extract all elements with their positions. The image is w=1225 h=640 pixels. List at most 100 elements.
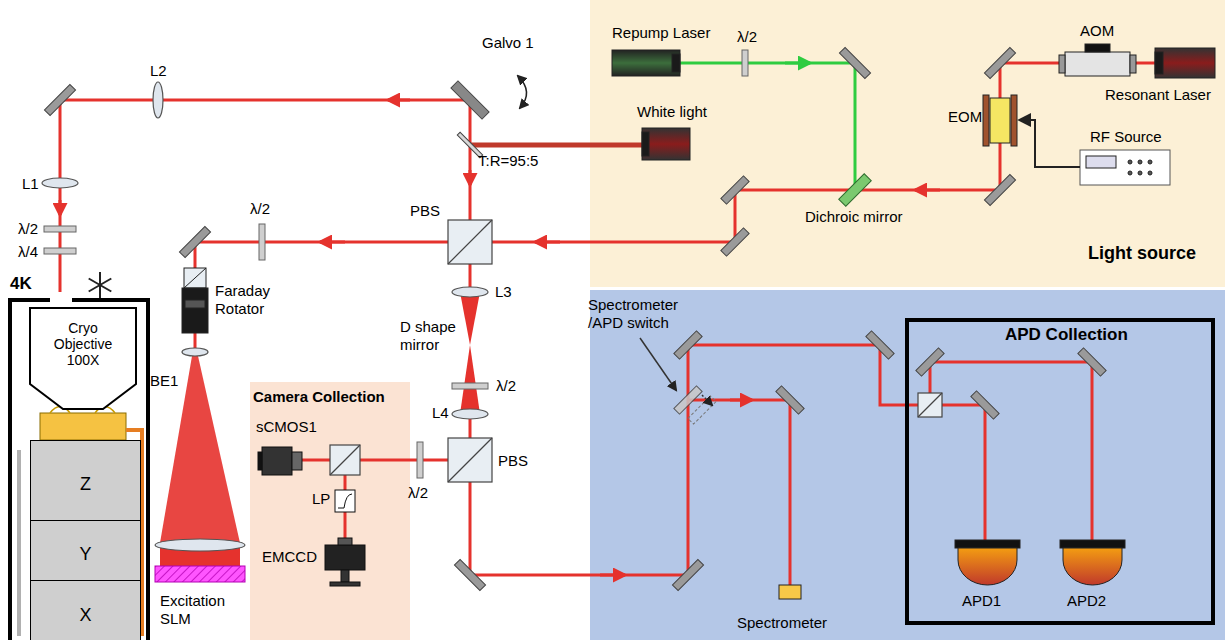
lenses-part — [153, 82, 163, 118]
light-sources-part — [612, 50, 680, 76]
mirrors-part — [44, 84, 75, 115]
cryo-objective: Cryo Objective 100X — [28, 306, 138, 411]
modulators-part — [1085, 44, 1110, 52]
modulators-part — [1011, 95, 1017, 146]
beam-direction-arrows — [60, 63, 940, 575]
beam-direction-arrows-part — [469, 170, 472, 185]
switch-arrows-part — [702, 395, 712, 405]
beam-direction-arrows-part — [785, 62, 810, 65]
faraday-rotator-and-slm-part — [184, 268, 206, 288]
beam-splitter-label: PBS — [410, 202, 440, 220]
beam-splitter-cubes-part — [330, 445, 360, 475]
mirror-label: Dichroic mirror — [805, 208, 903, 226]
detector-label: APD1 — [962, 592, 1001, 610]
mirrors-part — [916, 348, 944, 376]
waveplates-part — [259, 224, 265, 260]
cryostat-details-part — [8, 298, 150, 302]
laser-label: Repump Laser — [612, 24, 710, 42]
beam-splitter-cubes-part — [918, 393, 942, 417]
cameras-part — [292, 452, 302, 470]
cameras-part — [258, 452, 262, 470]
cameras-part — [341, 570, 349, 582]
spectrometer-label: Spectrometer — [737, 614, 827, 632]
cameras — [258, 447, 365, 586]
detectors — [779, 540, 1125, 599]
mirrors-part — [451, 81, 489, 119]
beam-direction-arrows-part — [388, 99, 410, 102]
waveplates-part — [417, 442, 423, 478]
lens-label: L4 — [432, 404, 449, 422]
filter-label: LP — [312, 490, 330, 508]
panel-backgrounds — [250, 0, 1225, 640]
cameras-part — [262, 447, 292, 475]
lens-label: L3 — [495, 283, 512, 301]
panel-backgrounds-part — [590, 290, 1225, 640]
node-text: Z — [31, 441, 140, 528]
modulators-part — [1148, 171, 1152, 175]
mirror-label: D shape mirror — [400, 318, 462, 354]
panel-heading: APD Collection — [1005, 325, 1128, 345]
mirrors-part — [179, 226, 210, 257]
cryostat-details-part — [40, 413, 126, 440]
mirrors-part — [674, 386, 702, 414]
detector-label: APD2 — [1067, 592, 1106, 610]
modulator-label: EOM — [948, 108, 982, 126]
lenses-part — [182, 348, 208, 356]
waveplate-label: λ/2 — [250, 200, 270, 218]
mirrors-part — [984, 174, 1015, 205]
modulators-part — [1086, 156, 1116, 168]
detectors-part — [779, 585, 801, 599]
beam-direction-arrows-part — [320, 241, 345, 244]
beam-splitter-cubes-part — [918, 393, 942, 417]
objective-body — [30, 308, 136, 409]
light-sources-part — [642, 132, 649, 156]
lens-label: L2 — [150, 62, 167, 80]
lenses-part — [452, 409, 488, 419]
modulators-part — [1138, 171, 1142, 175]
light-sources — [612, 48, 1215, 160]
cryostat-box: 4KCryo Objective 100XZYX — [8, 300, 150, 640]
laser-label: Resonant Laser — [1105, 86, 1211, 104]
lenses-part — [452, 287, 488, 297]
detectors-part — [955, 540, 1020, 548]
modulators-part — [1020, 120, 1080, 167]
mirrors-part — [839, 174, 872, 207]
light-sources-part — [1155, 48, 1215, 78]
waveplates-part — [452, 383, 488, 389]
laser-beams-part — [688, 400, 790, 585]
light-sources-part — [1155, 52, 1163, 74]
beam-splitter-cubes-part — [448, 438, 492, 482]
mirrors-part — [839, 47, 870, 78]
beam-splitter-cubes-part — [448, 220, 492, 264]
modulators-part — [1148, 160, 1152, 164]
laser-beams-part — [680, 63, 855, 190]
mirrors-part — [674, 331, 702, 359]
faraday-rotator-and-slm-part — [184, 268, 206, 288]
mirrors-part — [971, 391, 999, 419]
faraday-rotator-and-slm-part — [155, 566, 245, 582]
laser-beams-part — [460, 345, 480, 414]
node-text: Cryo Objective 100X — [46, 320, 120, 368]
y-stage: Y — [30, 520, 141, 589]
beam-splitter-cubes-part — [448, 438, 492, 482]
detectors-part — [958, 548, 1017, 585]
switch-arrows — [640, 338, 712, 405]
beam-direction-arrows-part — [59, 200, 62, 215]
beam-splitter-label: PBS — [498, 452, 528, 470]
galvo-label: Galvo 1 — [482, 34, 534, 52]
cameras-part — [338, 538, 352, 545]
faraday-rotator-and-slm-part — [182, 288, 208, 333]
waveplate-label: λ/2 — [737, 28, 757, 46]
beam-splitter-cubes-part — [448, 220, 492, 264]
beam-direction-arrows-part — [730, 399, 752, 402]
light-sources-part — [672, 54, 680, 72]
laser-beams-part — [470, 143, 642, 148]
mirrors-part — [688, 396, 716, 424]
mirrors-part — [984, 47, 1015, 78]
modulators-part — [1138, 160, 1142, 164]
waveplates-part — [742, 50, 748, 76]
modulators-part — [1128, 160, 1132, 164]
modulators-part — [990, 98, 1010, 143]
panel-backgrounds-part — [590, 0, 1225, 287]
waveplates-part — [44, 226, 76, 232]
